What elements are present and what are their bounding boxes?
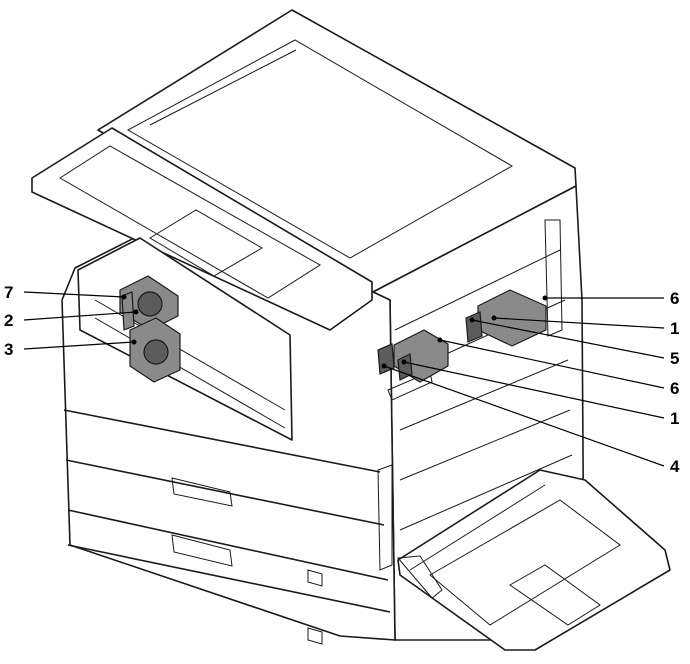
callout-3: 3 (4, 340, 13, 359)
fan-upper-left (119, 275, 179, 331)
callout-1-lower: 1 (670, 409, 679, 428)
callout-6-lower: 6 (670, 379, 679, 398)
bypass-tray (396, 469, 671, 651)
callout-6-upper: 6 (670, 289, 679, 308)
callout-2: 2 (4, 311, 13, 330)
callout-leaders (23, 291, 665, 467)
callout-4: 4 (670, 457, 680, 476)
fan-lower-left (129, 317, 181, 383)
callout-5: 5 (670, 349, 679, 368)
callout-7: 7 (4, 283, 13, 302)
callout-1-upper: 1 (670, 319, 679, 338)
operation-panel (31, 127, 373, 331)
